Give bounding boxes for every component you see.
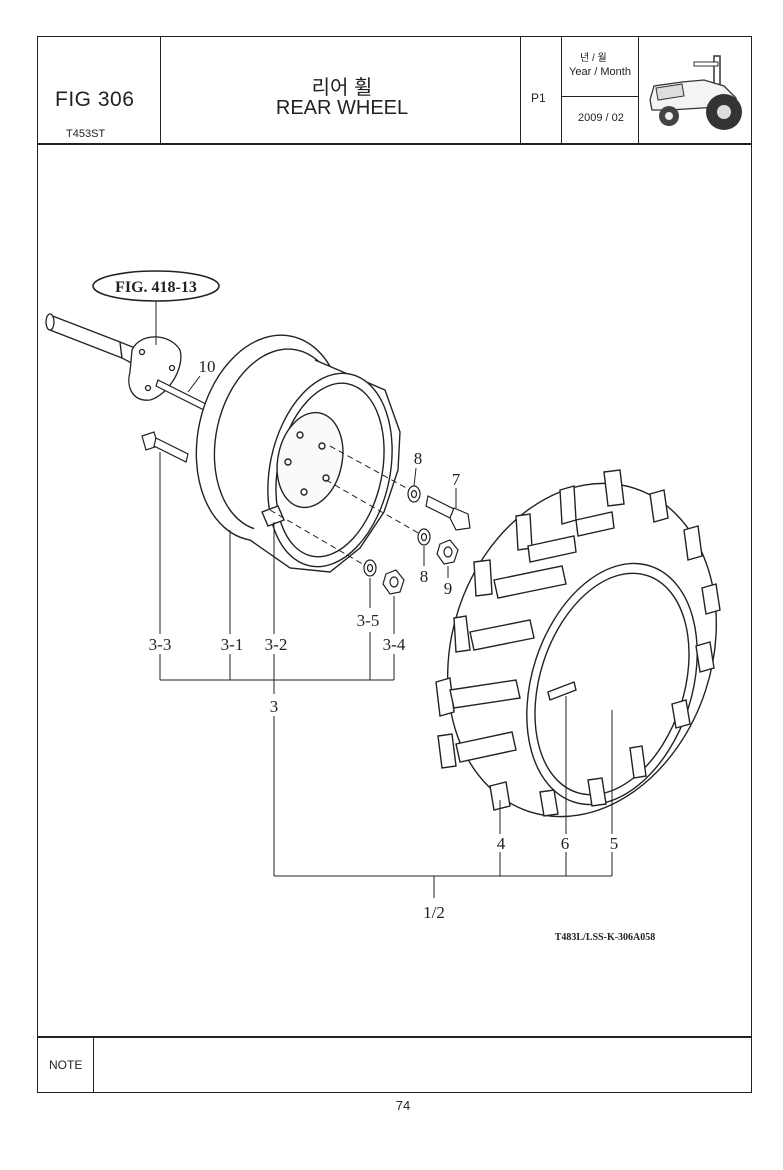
reference-callout: FIG. 418-13 <box>92 270 220 345</box>
header-divider-3 <box>561 36 563 144</box>
callout-3-4: 3-4 <box>383 635 406 654</box>
note-divider <box>93 1036 95 1092</box>
header-divider-1 <box>160 36 162 144</box>
year-month-label: Year / Month <box>569 66 631 78</box>
nut-lower <box>436 539 459 565</box>
callout-4: 4 <box>497 834 506 853</box>
callout-7: 7 <box>452 470 461 489</box>
callout-3-5: 3-5 <box>357 611 380 630</box>
callout-10: 10 <box>199 357 216 376</box>
drawing-code: T483L/LSS-K-306A058 <box>555 932 656 943</box>
note-frame <box>37 1036 752 1093</box>
callout-3-1: 3-1 <box>221 635 244 654</box>
callout-5: 5 <box>610 834 619 853</box>
washer-lower <box>417 528 431 546</box>
callout-6: 6 <box>561 834 570 853</box>
figure-number: FIG 306 <box>55 88 135 111</box>
header-divider-4 <box>638 36 640 144</box>
callout-8-upper: 8 <box>414 449 423 468</box>
reference-label: FIG. 418-13 <box>115 279 197 296</box>
header-divider-2 <box>520 36 522 144</box>
drawing-frame <box>37 143 752 1038</box>
hub-bolt <box>141 431 189 463</box>
page-code: P1 <box>531 91 546 105</box>
callout-9: 9 <box>444 579 453 598</box>
wheel-rim <box>195 334 401 573</box>
tire <box>435 469 721 818</box>
header-frame <box>37 36 752 145</box>
callout-3-2: 3-2 <box>265 635 288 654</box>
wheel-bolt <box>425 495 471 531</box>
axle-shaft <box>45 313 182 401</box>
stud-bolt <box>155 379 207 411</box>
title-korean: 리어 휠 <box>311 77 373 99</box>
callout-8-lower: 8 <box>420 567 429 586</box>
tractor-icon <box>649 55 742 130</box>
title-english: REAR WHEEL <box>275 97 409 119</box>
washer-upper <box>407 485 421 503</box>
page-number: 74 <box>395 1098 411 1113</box>
nut-hub <box>382 569 405 595</box>
note-label: NOTE <box>49 1058 83 1072</box>
callout-1-2: 1/2 <box>423 903 445 922</box>
model-code: T453ST <box>66 128 106 140</box>
year-month-korean-label: 년 / 월 <box>580 53 607 64</box>
callout-3-3: 3-3 <box>149 635 172 654</box>
date-value: 2009 / 02 <box>578 112 624 124</box>
header-date-divider <box>561 96 639 98</box>
callout-3: 3 <box>270 697 279 716</box>
washer-hub <box>363 559 377 577</box>
